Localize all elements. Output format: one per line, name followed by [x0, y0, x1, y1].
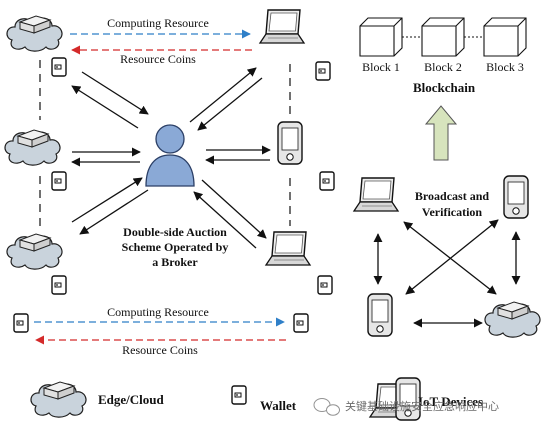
- computing-resource-label: Computing Resource: [107, 16, 209, 30]
- link-arrow: [193, 191, 257, 249]
- wallet-icon: [293, 313, 309, 333]
- block-1-label: Block 1: [362, 60, 400, 74]
- block-2-label: Block 2: [424, 60, 462, 74]
- wallet-icon: [315, 61, 331, 81]
- wechat-logo-icon: [313, 398, 340, 416]
- block-3: [483, 17, 527, 57]
- broadcast-label-line2: Verification: [422, 205, 483, 219]
- laptop-icon: [259, 9, 305, 44]
- legend-edge-cloud-label: Edge/Cloud: [98, 392, 165, 407]
- wallet-icon: [317, 275, 333, 295]
- resource-coins-label: Resource Coins: [120, 52, 196, 66]
- edge-cloud-node-middle: [4, 129, 61, 166]
- wallet-icon: [319, 171, 335, 191]
- broker-label-line2: Scheme Operated by: [122, 240, 229, 254]
- broadcast-label-line1: Broadcast and: [415, 189, 489, 203]
- legend-wallet-label: Wallet: [260, 398, 297, 413]
- up-arrow-icon: [424, 105, 458, 161]
- phone-icon: [503, 175, 529, 219]
- wallet-icon: [51, 275, 67, 295]
- link-arrow: [189, 67, 257, 123]
- blockchain-title: Blockchain: [413, 80, 476, 95]
- laptop-icon: [353, 177, 399, 212]
- block-1: [359, 17, 403, 57]
- broker-label-line3: a Broker: [152, 255, 198, 269]
- laptop-icon: [265, 231, 311, 266]
- edge-cloud-node-icon: [484, 301, 541, 338]
- legend-iot-devices-label: IoT Devices: [418, 394, 483, 409]
- link-arrow: [201, 179, 267, 239]
- phone-icon: [367, 293, 393, 337]
- link-arrow: [197, 77, 263, 131]
- edge-cloud-node-bottom: [6, 233, 63, 270]
- link-arrow: [71, 177, 143, 223]
- wallet-icon: [51, 57, 67, 77]
- block-3-label: Block 3: [486, 60, 524, 74]
- computing-resource-label: Computing Resource: [107, 305, 209, 319]
- resource-coins-label: Resource Coins: [122, 343, 198, 357]
- watermark-text: 关键基础设施安全应急响应中心: [345, 399, 499, 413]
- wallet-icon: [13, 313, 29, 333]
- block-2: [421, 17, 465, 57]
- edge-cloud-node-top: [6, 15, 63, 52]
- phone-icon: [277, 121, 303, 165]
- link-arrow: [81, 71, 149, 115]
- broker-label-line1: Double-side Auction: [123, 225, 227, 239]
- legend-phone-icon: [395, 377, 421, 421]
- legend-edge-cloud-icon: [30, 381, 87, 418]
- link-arrow: [79, 189, 149, 235]
- broker-person-icon: [145, 124, 195, 187]
- link-arrow: [71, 85, 139, 129]
- p2p-link: [405, 219, 499, 295]
- legend-wallet-icon: [231, 385, 247, 405]
- wallet-icon: [51, 171, 67, 191]
